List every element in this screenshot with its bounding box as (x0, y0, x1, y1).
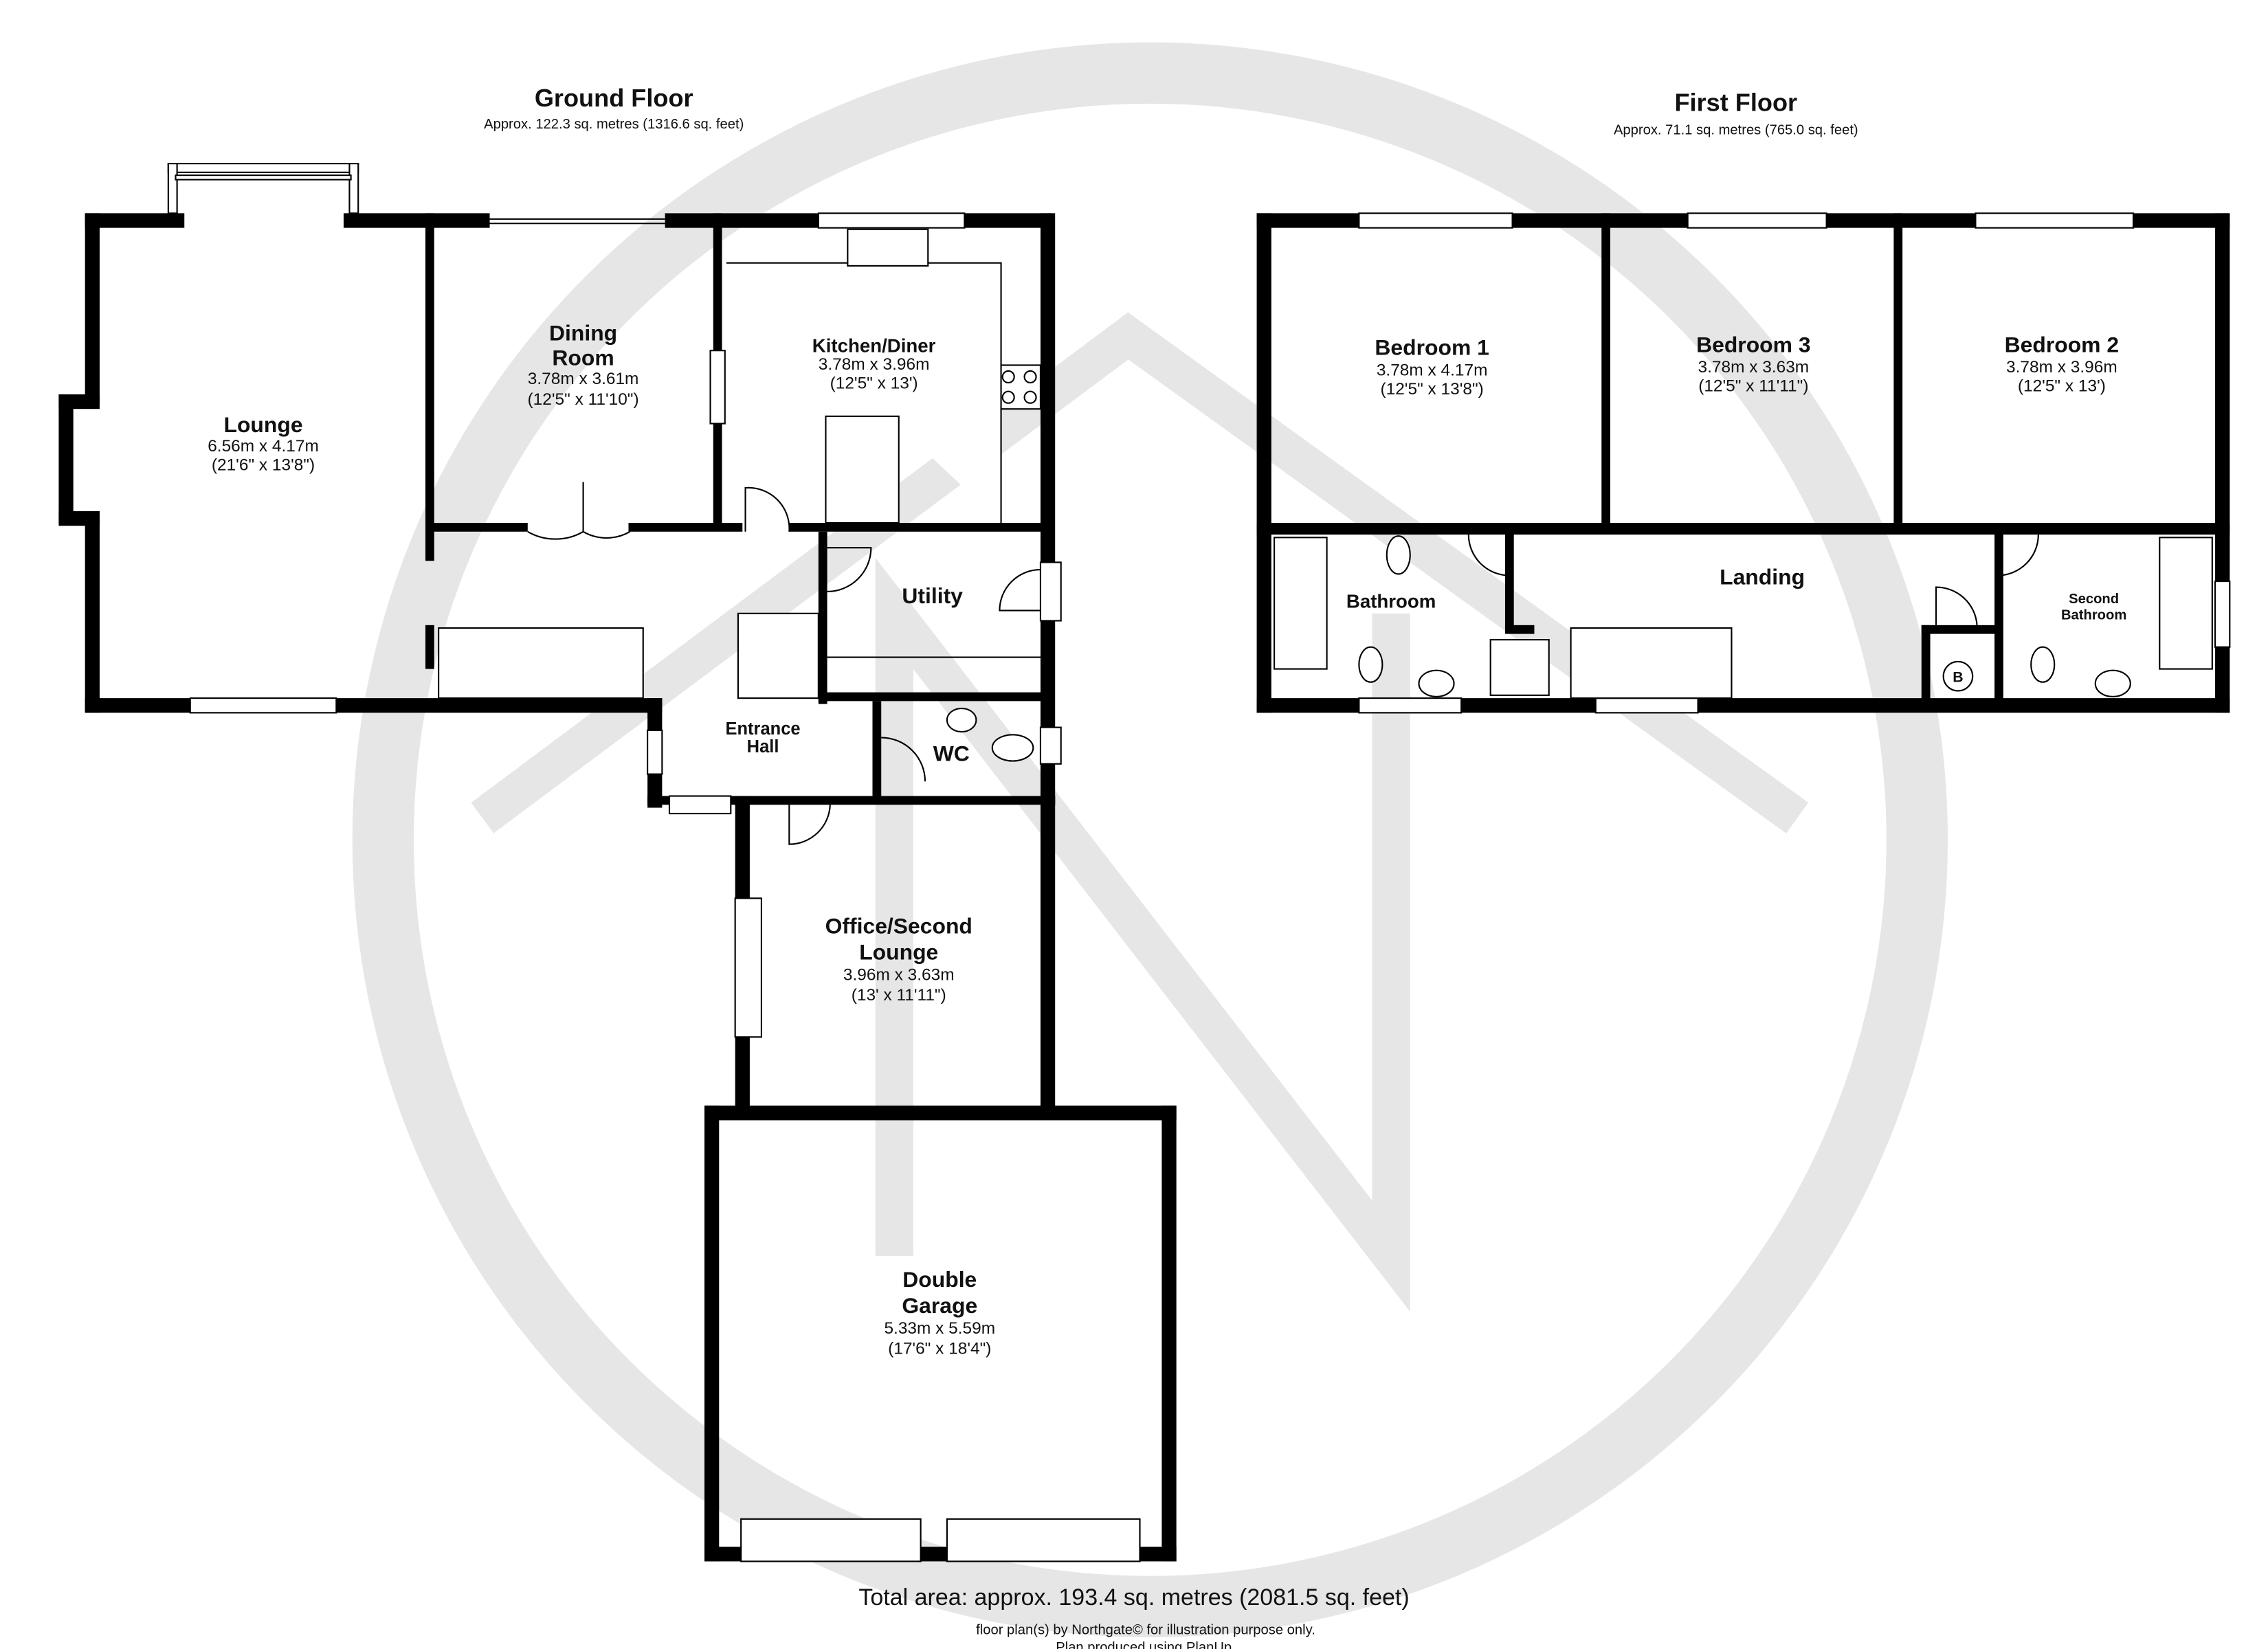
room-wc: WC (933, 741, 970, 766)
room-name: Room (552, 345, 614, 370)
room-kitchen: Kitchen/Diner 3.78m x 3.96m (12'5" x 13'… (812, 335, 936, 392)
ground-floor-plan (58, 163, 1177, 1562)
room-name: Bedroom 3 (1696, 332, 1810, 357)
room-entrance-hall: Hall (747, 737, 779, 756)
room-imperial: (12'5" x 13'8") (1381, 380, 1484, 399)
ground-floor-title: Ground Floor (535, 84, 693, 112)
room-second-bathroom: Bathroom (2061, 607, 2126, 622)
room-bedroom-2: Bedroom 2 3.78m x 3.96m (12'5" x 13') (2005, 332, 2120, 395)
room-name: Lounge (859, 940, 938, 965)
room-imperial: (12'5" x 11'11") (1698, 377, 1808, 396)
room-metric: 3.78m x 4.17m (1377, 361, 1488, 379)
room-name: Dining (549, 320, 617, 345)
room-bedroom-3: Bedroom 3 3.78m x 3.63m (12'5" x 11'11") (1696, 332, 1810, 395)
software-text: Plan produced using PlanUp. (1056, 1640, 1236, 1649)
boiler-label: B (1953, 669, 1963, 686)
room-metric: 3.78m x 3.63m (1698, 358, 1810, 377)
room-metric: 3.78m x 3.96m (2006, 358, 2117, 377)
credit-text: floor plan(s) by Northgate© for illustra… (976, 1623, 1315, 1638)
room-imperial: (17'6" x 18'4") (888, 1340, 991, 1358)
room-metric: 3.78m x 3.61m (528, 370, 639, 388)
northgate-watermark-logo (352, 42, 1948, 1637)
room-imperial: (13' x 11'11") (852, 986, 946, 1005)
room-metric: 3.78m x 3.96m (819, 355, 930, 374)
room-office: Office/Second Lounge 3.96m x 3.63m (13' … (825, 913, 972, 1005)
first-floor-area: Approx. 71.1 sq. metres (765.0 sq. feet) (1614, 123, 1858, 138)
room-metric: 3.96m x 3.63m (843, 965, 955, 984)
total-area: Total area: approx. 193.4 sq. metres (20… (858, 1584, 1409, 1611)
room-bathroom: Bathroom (1346, 590, 1436, 612)
room-metric: 5.33m x 5.59m (884, 1319, 995, 1338)
room-name: Bedroom 2 (2005, 332, 2120, 357)
staircase (438, 612, 819, 699)
room-imperial: (21'6" x 13'8") (212, 456, 315, 474)
room-utility: Utility (902, 583, 963, 608)
room-imperial: (12'5" x 13') (830, 374, 918, 392)
first-floor-title: First Floor (1675, 89, 1798, 117)
room-dining: Dining Room 3.78m x 3.61m (12'5" x 11'10… (528, 320, 639, 409)
room-name: Office/Second (825, 913, 972, 938)
first-floor-plan (1256, 212, 2231, 714)
room-entrance-hall: Entrance (725, 719, 800, 739)
room-name: Garage (902, 1293, 977, 1318)
room-metric: 6.56m x 4.17m (208, 437, 319, 456)
room-landing: Landing (1720, 564, 1805, 589)
room-name: Lounge (223, 412, 302, 437)
room-lounge: Lounge 6.56m x 4.17m (21'6" x 13'8") (208, 412, 319, 474)
room-imperial: (12'5" x 13') (2018, 377, 2106, 396)
ground-floor-area: Approx. 122.3 sq. metres (1316.6 sq. fee… (484, 117, 744, 132)
room-bedroom-1: Bedroom 1 3.78m x 4.17m (12'5" x 13'8") (1375, 335, 1489, 399)
room-imperial: (12'5" x 11'10") (528, 390, 639, 409)
room-garage: Double Garage 5.33m x 5.59m (17'6" x 18'… (884, 1267, 995, 1358)
room-name: Bedroom 1 (1375, 335, 1489, 360)
room-second-bathroom: Second (2069, 592, 2119, 607)
room-name: Double (902, 1267, 977, 1292)
room-name: Kitchen/Diner (812, 335, 936, 356)
